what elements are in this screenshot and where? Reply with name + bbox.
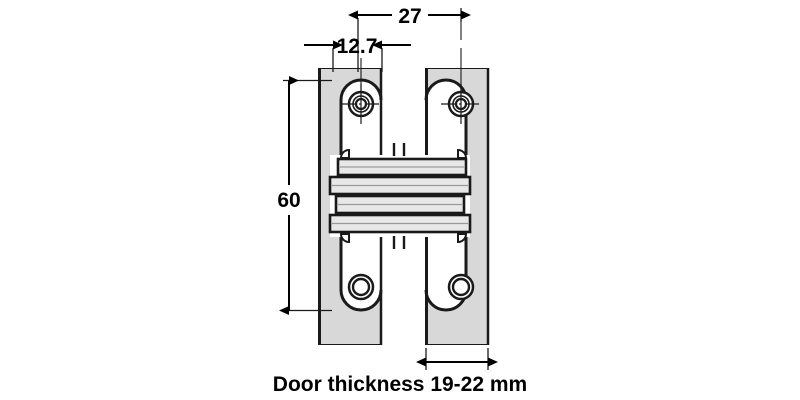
dim-127-label: 12.7 — [337, 35, 378, 58]
dimension-12-7: 12.7 — [304, 35, 411, 72]
link-bar-1 — [336, 157, 468, 177]
dimension-27: 27 — [348, 5, 471, 72]
dim-27-label: 27 — [398, 5, 421, 28]
linkage-pins — [392, 143, 406, 249]
knuckle-top-right — [457, 148, 468, 159]
knuckle-top-left — [339, 148, 350, 159]
centerlines-group — [360, 22, 462, 95]
knuckle-bottom-left — [339, 233, 350, 244]
hole-top-right — [441, 84, 481, 124]
knuckle-bottom-right — [457, 233, 468, 244]
dim-60-label: 60 — [277, 189, 300, 212]
hole-bottom-left — [347, 273, 375, 301]
door-thickness-caption: Door thickness 19-22 mm — [273, 373, 527, 396]
dimension-60: 60 — [277, 76, 332, 315]
hole-bottom-right — [447, 273, 475, 301]
link-bar-3 — [334, 194, 466, 215]
linkage-group — [328, 143, 472, 249]
link-bar-4 — [328, 213, 472, 234]
dimension-door-thickness — [416, 348, 498, 370]
link-bar-2 — [328, 175, 472, 196]
